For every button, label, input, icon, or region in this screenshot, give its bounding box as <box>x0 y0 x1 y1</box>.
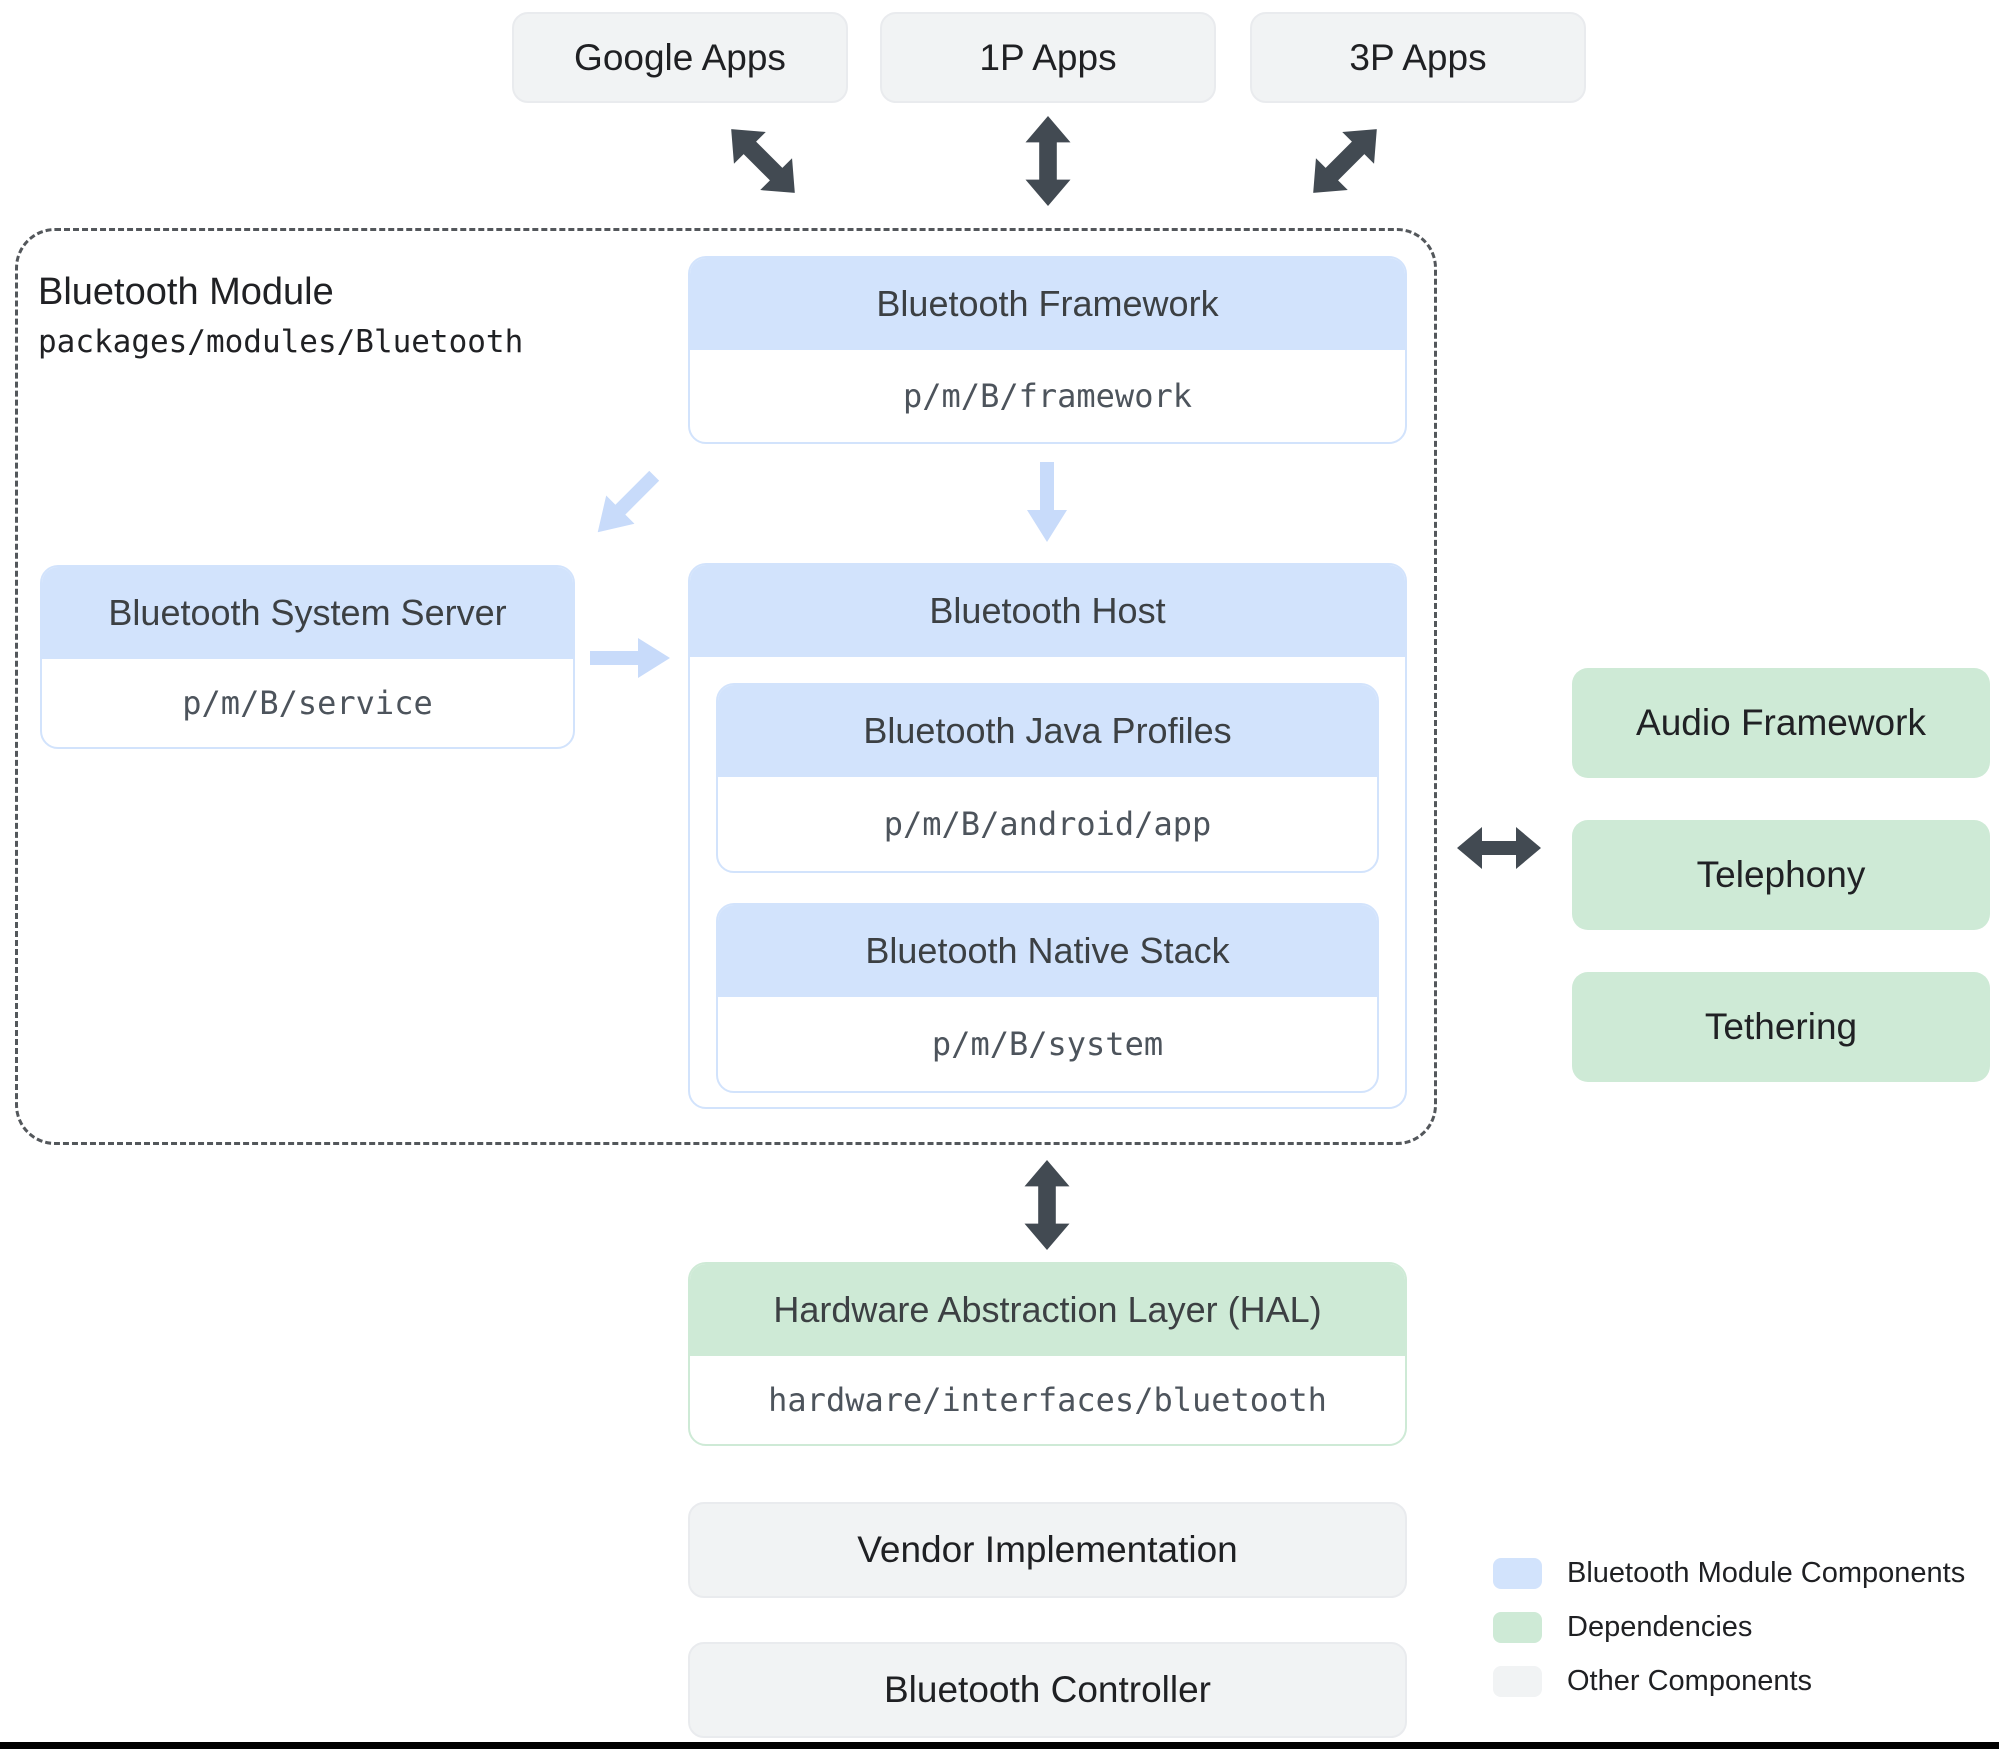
bluetooth-controller-box: Bluetooth Controller <box>688 1642 1407 1738</box>
bluetooth-system-server-box: Bluetooth System Server p/m/B/service <box>40 565 575 749</box>
bluetooth-controller-label: Bluetooth Controller <box>883 1669 1212 1710</box>
legend-row-module-components: Bluetooth Module Components <box>1493 1557 1966 1589</box>
framework-to-system-server-arrow-icon <box>584 462 669 547</box>
hal-title: Hardware Abstraction Layer (HAL) <box>690 1264 1405 1356</box>
first-party-apps-box: 1P Apps <box>880 12 1216 103</box>
bluetooth-host-title: Bluetooth Host <box>690 565 1405 657</box>
google-apps-bidirectional-arrow-icon <box>715 113 811 209</box>
bluetooth-host-box: Bluetooth Host Bluetooth Java Profiles p… <box>688 563 1407 1109</box>
legend-label-other-components: Other Components <box>1567 1665 1813 1697</box>
bluetooth-system-server-path: p/m/B/service <box>182 684 433 722</box>
bluetooth-native-stack-box: Bluetooth Native Stack p/m/B/system <box>716 903 1379 1093</box>
first-party-apps-bidirectional-arrow-icon <box>1025 116 1071 206</box>
bluetooth-module-path: packages/modules/Bluetooth <box>38 323 524 360</box>
vendor-implementation-box: Vendor Implementation <box>688 1502 1407 1598</box>
legend-label-module-components: Bluetooth Module Components <box>1567 1557 1966 1589</box>
vendor-implementation-label: Vendor Implementation <box>857 1529 1238 1570</box>
audio-framework-box: Audio Framework <box>1572 668 1990 778</box>
third-party-apps-label: 3P Apps <box>1349 36 1487 78</box>
bluetooth-module-boundary <box>15 228 1437 1145</box>
bluetooth-java-profiles-box: Bluetooth Java Profiles p/m/B/android/ap… <box>716 683 1379 873</box>
third-party-apps-bidirectional-arrow-icon <box>1297 113 1393 209</box>
google-apps-label: Google Apps <box>574 36 786 78</box>
module-to-hal-bidirectional-arrow-icon <box>1024 1160 1070 1250</box>
bluetooth-framework-path: p/m/B/framework <box>903 377 1192 415</box>
tethering-label: Tethering <box>1704 1006 1858 1047</box>
third-party-apps-box: 3P Apps <box>1250 12 1586 103</box>
first-party-apps-label: 1P Apps <box>979 36 1117 78</box>
bluetooth-java-profiles-title: Bluetooth Java Profiles <box>718 685 1377 777</box>
bluetooth-framework-box: Bluetooth Framework p/m/B/framework <box>688 256 1407 444</box>
legend-swatch-module-components <box>1493 1558 1542 1589</box>
bluetooth-framework-title: Bluetooth Framework <box>690 258 1405 350</box>
host-to-dependencies-bidirectional-arrow-icon <box>1457 827 1541 869</box>
bluetooth-system-server-title: Bluetooth System Server <box>42 567 573 659</box>
tethering-box: Tethering <box>1572 972 1990 1082</box>
google-apps-box: Google Apps <box>512 12 848 103</box>
legend-swatch-dependencies <box>1493 1612 1542 1643</box>
bluetooth-native-stack-title: Bluetooth Native Stack <box>718 905 1377 997</box>
legend-row-dependencies: Dependencies <box>1493 1611 1965 1643</box>
bluetooth-host-body: Bluetooth Java Profiles p/m/B/android/ap… <box>690 657 1405 1107</box>
audio-framework-label: Audio Framework <box>1636 702 1926 743</box>
legend-label-dependencies: Dependencies <box>1567 1611 1753 1643</box>
bluetooth-module-title: Bluetooth Module <box>38 271 334 313</box>
hal-path: hardware/interfaces/bluetooth <box>768 1381 1327 1419</box>
framework-to-host-arrow-icon <box>1027 462 1067 542</box>
system-server-to-host-arrow-icon <box>590 638 670 678</box>
bluetooth-module-caption: Bluetooth Module packages/modules/Blueto… <box>38 270 523 360</box>
hal-box: Hardware Abstraction Layer (HAL) hardwar… <box>688 1262 1407 1446</box>
legend: Bluetooth Module Components Dependencies… <box>1493 1557 1966 1697</box>
bottom-border-bar <box>0 1742 1999 1749</box>
telephony-label: Telephony <box>1696 854 1866 895</box>
bluetooth-native-stack-path: p/m/B/system <box>931 1025 1164 1063</box>
bluetooth-java-profiles-path: p/m/B/android/app <box>883 805 1212 843</box>
legend-swatch-other-components <box>1493 1666 1542 1697</box>
legend-row-other-components: Other Components <box>1493 1665 1965 1697</box>
telephony-box: Telephony <box>1572 820 1990 930</box>
